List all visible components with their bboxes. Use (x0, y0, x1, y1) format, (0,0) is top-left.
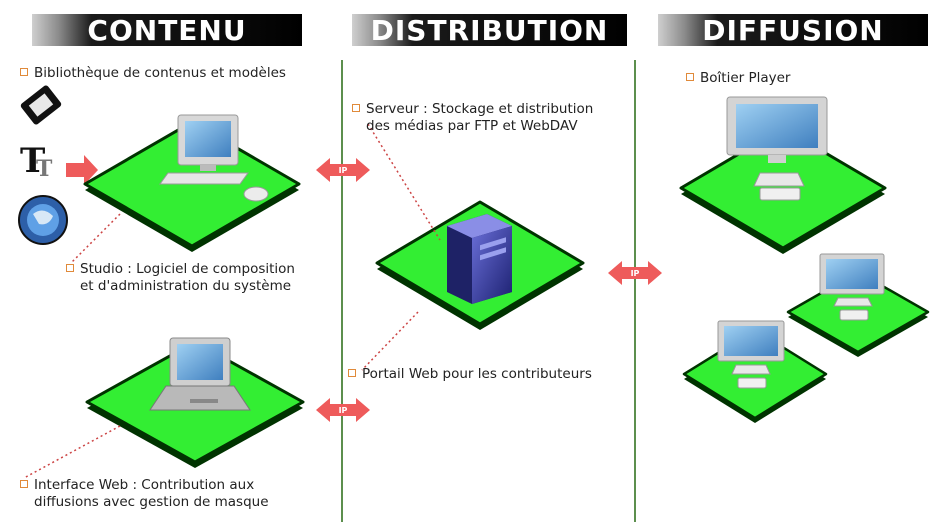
label-interface-line1: Interface Web : Contribution aux (34, 477, 255, 493)
label-serveur-line2: des médias par FTP et WebDAV (366, 118, 578, 134)
header-diffusion-text: DIFFUSION (702, 13, 884, 47)
bullet-icon (348, 369, 356, 377)
bullet-icon (352, 104, 360, 112)
desktop-computer-icon (159, 114, 269, 202)
ip-connector-interface-portal: IP (316, 398, 370, 422)
ip-connector-label: IP (631, 269, 640, 278)
laptop-icon (149, 337, 251, 411)
studio-leader-line (71, 213, 121, 263)
label-boitier: Boîtier Player (686, 70, 790, 87)
header-diffusion: DIFFUSION (658, 13, 928, 47)
label-studio: Studio : Logiciel de composition et d'ad… (66, 261, 295, 295)
svg-text:T: T (36, 156, 53, 182)
player-screen-right-icon (819, 253, 885, 321)
label-serveur-line1: Serveur : Stockage et distribution (366, 101, 594, 117)
label-portail-text: Portail Web pour les contributeurs (362, 366, 592, 382)
typography-icon: T T (20, 141, 53, 182)
ip-connector-server-diffusion: IP (608, 261, 662, 285)
serveur-leader-line (367, 123, 441, 241)
portail-leader-line (361, 311, 419, 371)
label-portail: Portail Web pour les contributeurs (348, 366, 592, 383)
svg-text:T: T (20, 141, 45, 181)
globe-icon (18, 195, 68, 245)
label-interface-web: Interface Web : Contribution aux diffusi… (20, 477, 269, 511)
ip-connector-label: IP (339, 406, 348, 415)
label-studio-line1: Studio : Logiciel de composition (80, 261, 295, 277)
label-bibliotheque-text: Bibliothèque de contenus et modèles (34, 65, 286, 81)
bullet-icon (66, 264, 74, 272)
player-screen-main-icon (726, 96, 828, 201)
header-contenu-text: CONTENU (87, 13, 247, 47)
ip-connector-label: IP (339, 166, 348, 175)
label-interface-line2: diffusions avec gestion de masque (34, 494, 269, 510)
label-bibliotheque: Bibliothèque de contenus et modèles (20, 65, 286, 82)
label-serveur: Serveur : Stockage et distribution des m… (352, 101, 593, 135)
bullet-icon (20, 68, 28, 76)
ip-connector-studio-server: IP (316, 158, 370, 182)
label-boitier-text: Boîtier Player (700, 70, 791, 86)
header-distribution-text: DISTRIBUTION (370, 13, 609, 47)
film-strip-icon (20, 85, 62, 125)
bullet-icon (20, 480, 28, 488)
input-arrow (66, 155, 98, 185)
header-contenu: CONTENU (32, 13, 302, 47)
divider-left (341, 60, 343, 522)
header-distribution: DISTRIBUTION (352, 13, 627, 47)
label-studio-line2: et d'administration du système (80, 278, 292, 294)
interface-leader-line (23, 425, 121, 479)
server-tower-icon (447, 214, 512, 304)
player-screen-left-icon (717, 320, 785, 389)
bullet-icon (686, 73, 694, 81)
divider-right (634, 60, 636, 522)
